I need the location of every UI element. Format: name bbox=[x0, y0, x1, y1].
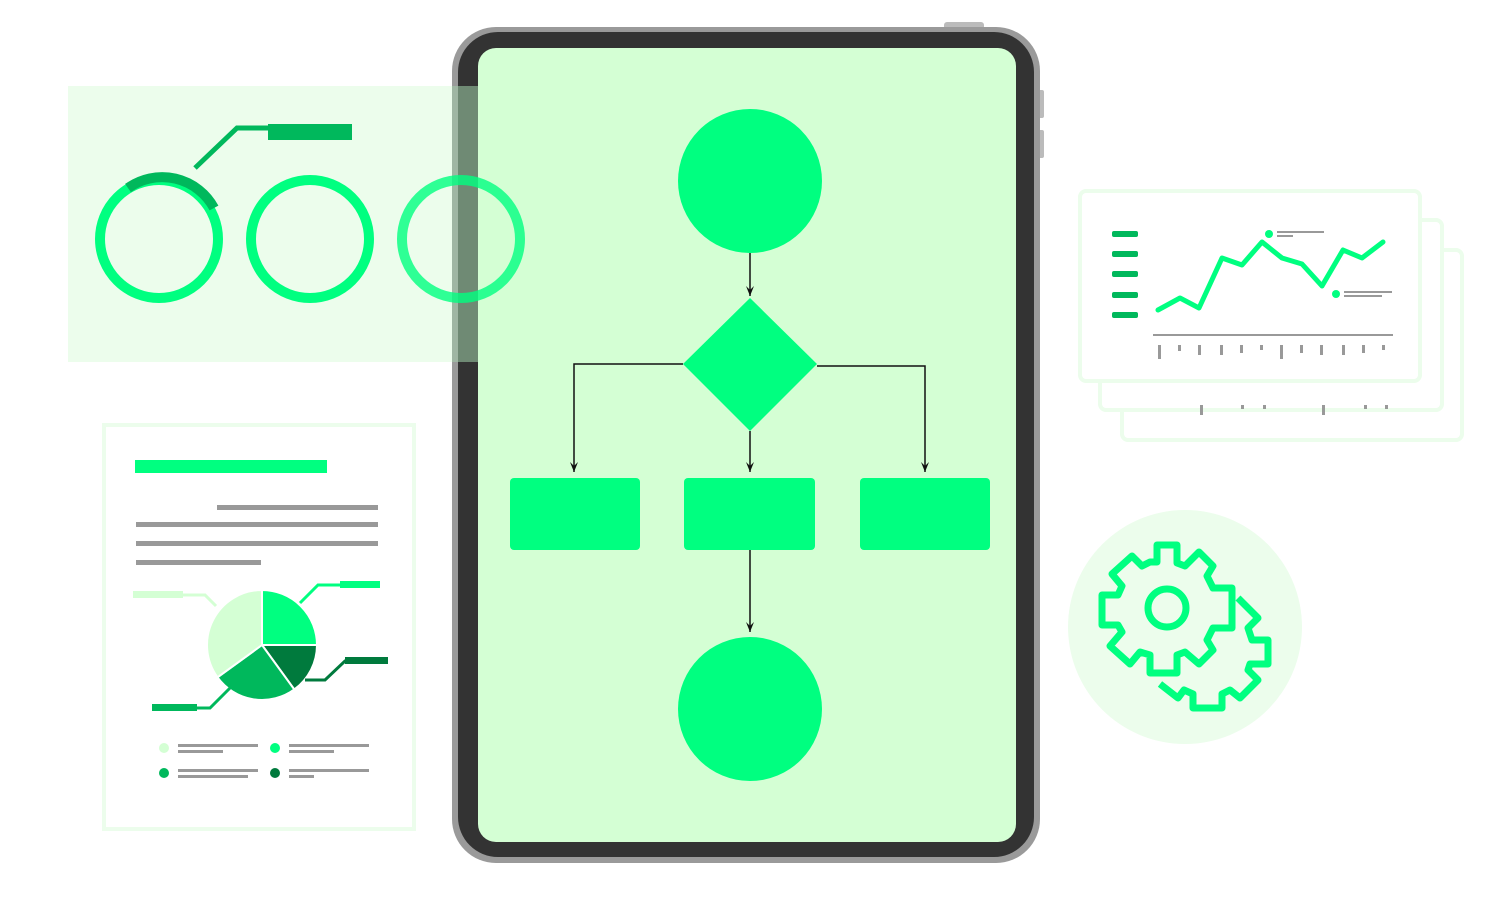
chart-x-ticks bbox=[1158, 345, 1385, 359]
chart-marker-peak bbox=[1265, 230, 1273, 238]
pie-slice-2 bbox=[260, 644, 319, 691]
arrow-decision-to-left bbox=[570, 363, 683, 472]
progress-ring-3 bbox=[397, 175, 525, 303]
chart-marker-low bbox=[1332, 290, 1340, 298]
chart-card-front bbox=[1078, 189, 1422, 383]
line-chart-card-stack bbox=[1078, 189, 1464, 442]
document-title-bar bbox=[135, 460, 327, 473]
flow-end-node bbox=[678, 637, 822, 781]
document-text-lines bbox=[136, 505, 378, 565]
pie-slice-1 bbox=[261, 588, 319, 646]
report-document bbox=[102, 423, 416, 831]
chart-line-series bbox=[1155, 239, 1386, 313]
tablet-device bbox=[452, 22, 1044, 863]
chart-legend-bars bbox=[1112, 231, 1138, 318]
flow-process-right bbox=[860, 478, 990, 550]
pie-slice-3 bbox=[216, 643, 296, 701]
pie-slice-4 bbox=[206, 588, 263, 679]
gear-icon bbox=[1098, 541, 1272, 712]
progress-ring-2 bbox=[246, 175, 374, 303]
pie-legend bbox=[159, 743, 369, 778]
flow-process-middle bbox=[684, 478, 815, 550]
tablet-screen bbox=[478, 48, 1016, 842]
flow-decision-node bbox=[683, 298, 817, 431]
progress-rings-panel bbox=[68, 86, 525, 362]
progress-ring-1-highlight bbox=[125, 172, 219, 211]
arrow-decision-to-right bbox=[817, 365, 929, 472]
flow-process-left bbox=[510, 478, 640, 550]
pie-chart bbox=[206, 588, 319, 701]
settings-badge bbox=[1068, 510, 1302, 744]
gear-badge-background bbox=[1068, 510, 1302, 744]
ring-callout-line bbox=[193, 125, 268, 170]
flow-start-node bbox=[678, 109, 822, 253]
ring-callout-label-bar bbox=[268, 124, 352, 140]
flowchart bbox=[510, 109, 990, 781]
